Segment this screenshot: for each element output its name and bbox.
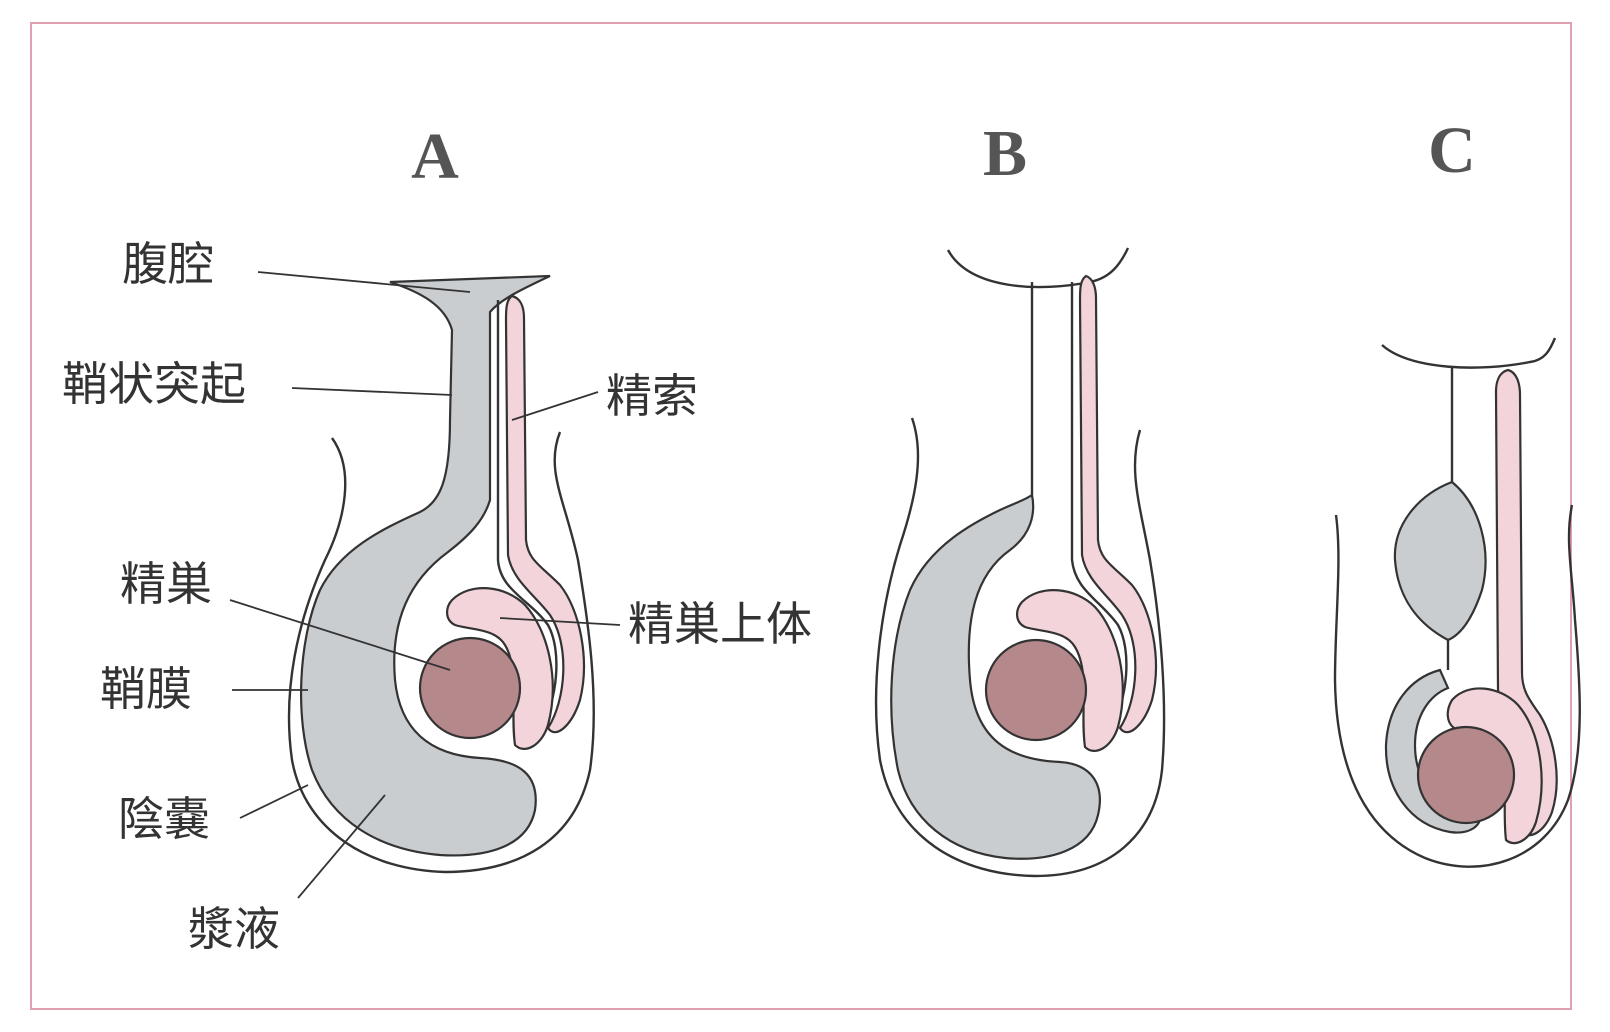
leader-vaginal-process [291, 387, 453, 396]
label-scrotum: 陰嚢 [118, 792, 210, 846]
label-tunica-vaginalis: 鞘膜 [100, 662, 192, 716]
label-testis: 精巣 [120, 557, 212, 611]
leader-scrotum [239, 784, 309, 819]
label-serous-fluid: 漿液 [188, 902, 280, 956]
panel-letter-c: C [1428, 114, 1476, 187]
serous-fluid-cyst-c [1393, 480, 1487, 642]
label-epididymis: 精巣上体 [628, 597, 812, 651]
panel-letter-a: A [411, 120, 459, 193]
scrotum-outline-b [874, 417, 1166, 878]
label-spermatic-cord: 精索 [606, 369, 698, 423]
panel-b [874, 247, 1166, 878]
testis-b [984, 638, 1088, 742]
leader-serous-fluid [297, 794, 386, 899]
epididymis-b [1016, 589, 1124, 752]
serous-fluid-lower-c [1384, 668, 1482, 834]
panel-c [1333, 337, 1581, 868]
spermatic-cord-b [1078, 274, 1158, 734]
testis-c [1416, 725, 1516, 825]
leader-testis [229, 599, 451, 671]
spermatic-cord-a [504, 294, 586, 734]
leader-epididymis [499, 617, 621, 626]
label-vaginal-process: 鞘状突起 [62, 357, 246, 411]
panel-a [287, 274, 595, 874]
scrotum-outline-a [287, 431, 595, 874]
leader-spermatic-cord [511, 391, 599, 421]
label-abdominal-cavity: 腹腔 [122, 237, 214, 291]
leader-abdominal-cavity [257, 271, 471, 293]
serous-fluid-a [299, 274, 551, 857]
abdominal-wall-c [1381, 337, 1557, 369]
serous-fluid-b [890, 493, 1101, 860]
testis-a [418, 636, 522, 740]
panel-letter-b: B [983, 117, 1027, 190]
epididymis-a [446, 587, 554, 750]
scrotum-outline-c [1333, 504, 1581, 868]
abdominal-wall-b [946, 247, 1130, 289]
